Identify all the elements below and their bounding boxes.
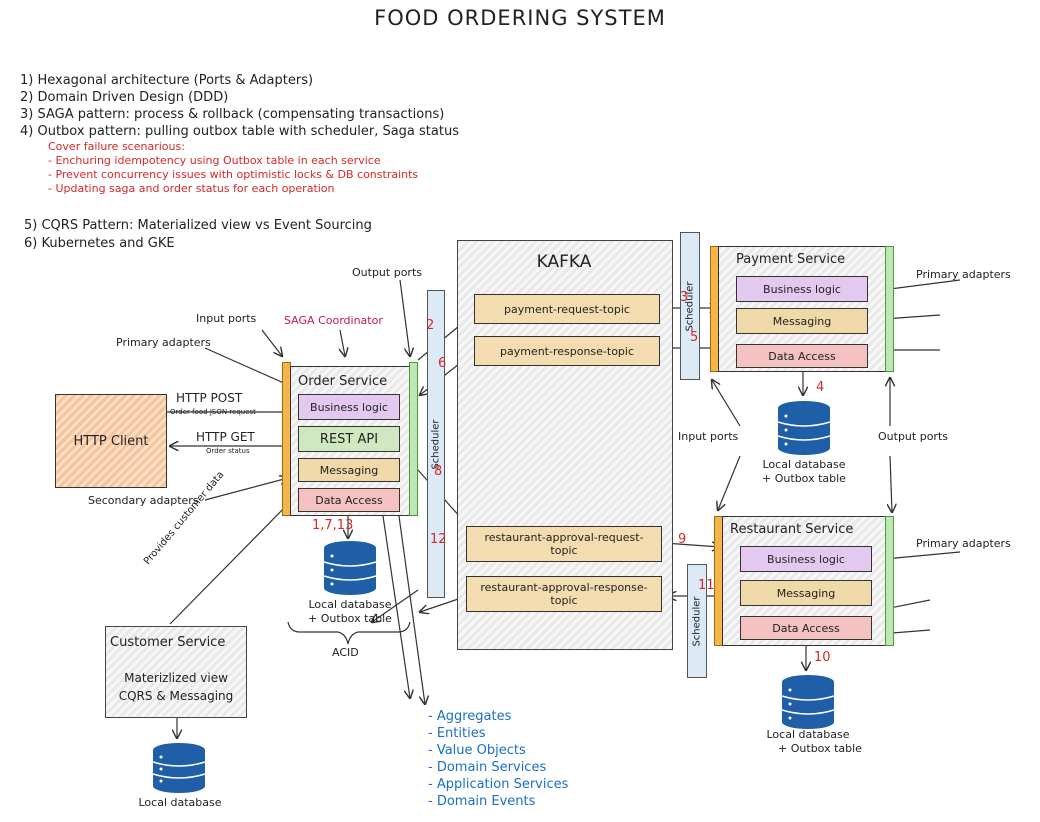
step-10: 10 [814, 650, 831, 665]
diagram-title: FOOD ORDERING SYSTEM [374, 6, 666, 30]
failure-item-2: - Prevent concurrency issues with optimi… [48, 168, 419, 181]
saga-coordinator-label: SAGA Coordinator [284, 314, 383, 327]
customer-database-icon [152, 743, 206, 793]
http-post-sublabel: Order food JSON request [170, 408, 256, 416]
step-12: 12 [430, 532, 447, 547]
restaurant-output-ports-label: Output ports [878, 430, 948, 443]
ddd-item: - Entities [428, 726, 486, 741]
ddd-item: - Domain Events [428, 794, 536, 809]
principle-1: 1) Hexagonal architecture (Ports & Adapt… [20, 73, 314, 88]
payment-database-icon [777, 401, 831, 455]
principle-6: 6) Kubernetes and GKE [24, 236, 175, 251]
ddd-item: - Aggregates [428, 709, 512, 724]
order-input-ports-label: Input ports [196, 312, 257, 325]
secondary-adapters-label: Secondary adapters [88, 494, 199, 507]
ddd-item: - Application Services [428, 777, 569, 792]
order-business-logic: Business logic [298, 394, 400, 420]
topic-payment-response: payment-response-topic [474, 336, 660, 366]
order-output-port-bar [409, 362, 418, 516]
customer-service-body-2: CQRS & Messaging [118, 689, 234, 703]
order-rest-api: REST API [298, 426, 400, 452]
principle-3: 3) SAGA pattern: process & rollback (com… [20, 107, 445, 122]
http-get-sublabel: Order status [206, 447, 250, 455]
order-data-access: Data Access [298, 488, 400, 512]
principles-list: 1) Hexagonal architecture (Ports & Adapt… [20, 72, 459, 196]
failure-item-1: - Enchuring idempotency using Outbox tab… [48, 154, 381, 167]
principle-5: 5) CQRS Pattern: Materialized view vs Ev… [24, 218, 372, 233]
payment-data-access: Data Access [736, 344, 868, 368]
failure-heading: Cover failure scenarious: [48, 140, 185, 153]
topic-restaurant-approval-response: restaurant-approval-response-topic [466, 576, 662, 612]
scheduler-label: Scheduler [691, 595, 703, 647]
restaurant-output-port-bar [885, 516, 894, 646]
customer-service-body-1: Materizlized view [124, 671, 228, 685]
kafka-title: KAFKA [536, 252, 592, 272]
payment-output-port-bar [885, 246, 894, 372]
restaurant-data-access: Data Access [740, 616, 872, 640]
step-4: 4 [816, 380, 825, 395]
restaurant-scheduler: Scheduler [687, 564, 707, 678]
customer-db-label: Local database [138, 796, 222, 809]
payment-db-outbox-label: + Outbox table [762, 472, 846, 485]
payment-scheduler: Scheduler [680, 232, 700, 380]
step-9: 9 [678, 532, 687, 547]
step-6: 6 [438, 356, 447, 371]
http-get-label: HTTP GET [196, 430, 255, 444]
restaurant-db-outbox-label: + Outbox table [778, 742, 862, 755]
order-messaging: Messaging [298, 458, 400, 482]
restaurant-service-title: Restaurant Service [730, 522, 854, 537]
step-8: 8 [434, 464, 443, 479]
payment-business-logic: Business logic [736, 276, 868, 302]
restaurant-input-ports-label: Input ports [678, 430, 739, 443]
acid-label: ACID [332, 646, 359, 659]
order-db-label: Local database [308, 598, 392, 611]
payment-messaging: Messaging [736, 308, 868, 334]
payment-db-label: Local database [762, 458, 846, 471]
step-1-7-13: 1,7,13 [312, 518, 354, 533]
step-2: 2 [426, 318, 435, 333]
principles-list-2: 5) CQRS Pattern: Materialized view vs Ev… [24, 217, 372, 253]
restaurant-business-logic: Business logic [740, 546, 872, 572]
payment-primary-adapters-label: Primary adapters [916, 268, 1011, 281]
customer-service-title: Customer Service [110, 635, 226, 650]
principle-4: 4) Outbox pattern: pulling outbox table … [20, 124, 459, 139]
restaurant-database-icon [781, 675, 835, 729]
payment-service-title: Payment Service [736, 252, 846, 267]
order-service-title: Order Service [298, 374, 388, 389]
scheduler-label: Scheduler [684, 280, 696, 332]
order-database-icon [323, 541, 377, 595]
principle-2: 2) Domain Driven Design (DDD) [20, 90, 229, 105]
ddd-item: - Value Objects [428, 743, 526, 758]
order-db-outbox-label: + Outbox table [308, 612, 392, 625]
restaurant-db-label: Local database [766, 728, 850, 741]
order-scheduler: Scheduler [427, 290, 445, 598]
http-client: HTTP Client [55, 394, 167, 488]
failure-item-3: - Updating saga and order status for eac… [48, 182, 335, 195]
scheduler-label: Scheduler [430, 418, 442, 470]
ddd-item: - Domain Services [428, 760, 547, 775]
customer-service: Customer Service Materizlized view CQRS … [105, 626, 247, 718]
restaurant-primary-adapters-label: Primary adapters [916, 537, 1011, 550]
order-primary-adapters-label: Primary adapters [116, 336, 211, 349]
topic-payment-request: payment-request-topic [474, 294, 660, 324]
step-11: 11 [698, 578, 715, 593]
step-3: 3 [680, 290, 689, 305]
step-5: 5 [690, 330, 699, 345]
restaurant-messaging: Messaging [740, 580, 872, 606]
ddd-building-blocks: - Aggregates - Entities - Value Objects … [428, 708, 568, 810]
http-post-label: HTTP POST [176, 391, 243, 405]
topic-restaurant-approval-request: restaurant-approval-request-topic [466, 526, 662, 562]
order-output-ports-label: Output ports [352, 266, 422, 279]
